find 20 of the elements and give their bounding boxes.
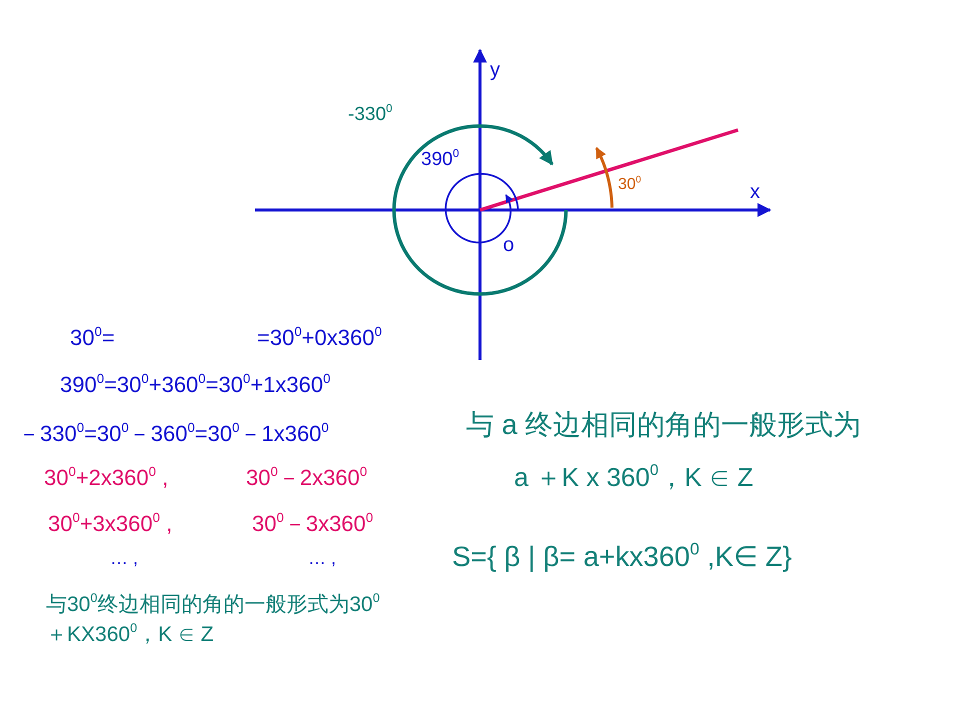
note-text: 与30$^{0}$终边相同的角的一般形式为30$^{0}$＋KX360$^{0}$，K ∈ Z: [46, 590, 381, 648]
formula-heading: 与 a 终边相同的角的一般形式为: [466, 408, 862, 442]
equation: 30$^{0}$－3x360$^{0}$: [252, 511, 374, 538]
axis-label: y: [490, 58, 500, 82]
equation: 30$^{0}$+3x360$^{0}$ ,: [48, 511, 172, 538]
angle-label: -330$^{0}$: [348, 104, 392, 127]
equation: －330$^{0}$=30$^{0}$－360$^{0}$=30$^{0}$－1x360$^{0}$: [18, 421, 329, 448]
equation: 390$^{0}$=30$^{0}$+360$^{0}$=30$^{0}$+1x360$^{0}$: [60, 372, 330, 398]
equation: 30$^{0}$+2x360$^{0}$ ,: [44, 465, 168, 492]
set-formula: S={ β | β= a+kx360$^{0}$ ,K∈ Z}: [452, 540, 792, 574]
axis-label: x: [750, 180, 760, 204]
equation: =30$^{0}$+0x360$^{0}$: [257, 325, 382, 352]
origin-label: o: [503, 233, 514, 257]
equation: 30$^{0}$=: [70, 325, 115, 352]
angle-label: 390$^{0}$: [421, 149, 460, 172]
angle-label: 30$^{0}$: [618, 175, 642, 194]
equation: 30$^{0}$－2x360$^{0}$: [246, 465, 368, 492]
formula: a ＋K x 360$^{0}$，K ∈ Z: [514, 462, 754, 494]
ellipsis: … ,: [110, 548, 138, 570]
ellipsis: … ,: [308, 548, 336, 570]
